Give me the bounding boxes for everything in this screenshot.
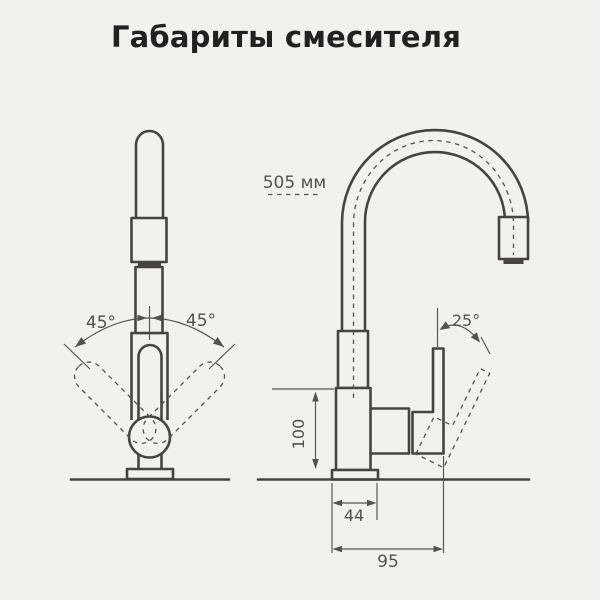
swivel-tick-left [63,343,91,370]
body-height-arrow-up [312,391,319,402]
tilt-arrow-left [439,321,451,330]
spout-height-annotation: 505 мм [263,173,327,196]
handle-tilt-annotation: 25° [436,308,491,355]
side-aerator-nub [503,258,524,264]
tilt-tick [480,336,491,355]
base-depth-arrow-right [433,545,443,553]
front-aerator-outlet [138,261,161,267]
side-body [334,386,372,472]
swivel-apex-arrow-left [137,314,147,322]
front-base-plate [125,467,175,481]
swivel-apex-arrow-right [152,314,162,322]
base-width-arrow-left [332,499,342,507]
side-spout-outer [340,128,530,335]
front-ghost-handle-left [73,361,157,445]
tilt-arrow-right [470,332,480,343]
side-spout-centerline [352,139,515,398]
swivel-arrow-left [75,337,87,347]
swivel-arrow-right [212,337,224,347]
body-height-label: 100 [289,419,308,450]
page-title: Габариты смесителя [110,20,462,54]
body-height-dimension: 100 [272,388,334,469]
swivel-angle-right-label: 45° [186,311,216,331]
base-width-dimension: 44 [331,483,378,553]
front-swivel-annotation: 45° 45° [63,306,236,370]
body-height-arrow-down [312,459,319,469]
spout-height-label: 505 мм [263,173,327,193]
front-aerator-block [130,216,168,264]
side-spout-inner [363,150,507,335]
base-width-label: 44 [344,506,364,525]
side-handle [411,347,445,455]
base-width-arrow-right [367,499,377,507]
front-ball-joint [127,415,172,459]
faucet-front-view: 45° 45° [63,129,236,481]
base-depth-arrow-left [332,545,342,553]
swivel-tick-right [208,343,236,370]
base-depth-dimension: 95 [332,456,445,572]
faucet-side-view: 505 мм 25° 100 44 [256,128,531,572]
swivel-angle-left-label: 45° [86,313,116,333]
side-base-plate [330,468,380,481]
front-spout [134,129,165,221]
handle-tilt-label: 25° [452,311,480,330]
side-handle-mount [368,407,411,455]
base-depth-label: 95 [377,552,399,572]
